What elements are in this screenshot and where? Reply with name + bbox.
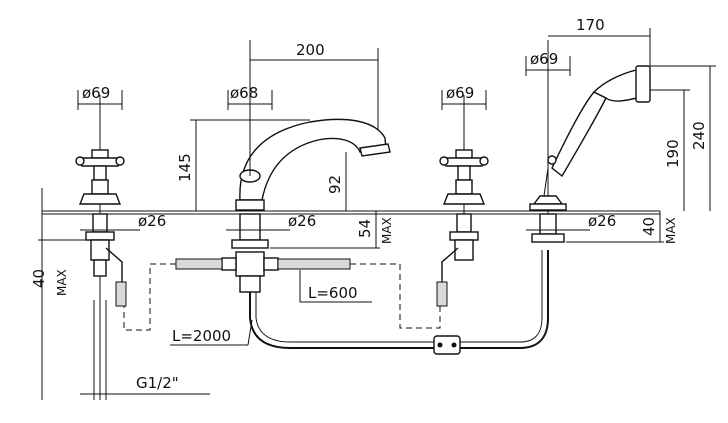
dim-right-handle-dia: ø69: [441, 84, 487, 110]
deck-surface: [42, 210, 660, 215]
left-handle-dia-label: ø69: [82, 84, 110, 102]
left-deck-hole-label: ø26: [138, 212, 166, 230]
right-deck-hole-label: ø26: [588, 212, 616, 230]
right-deck-thickness-max: MAX: [664, 217, 678, 244]
spout: [231, 40, 391, 249]
dim-right-deck-hole: ø26: [526, 212, 616, 231]
diverter-assembly: [123, 251, 441, 331]
dim-spout-reach: 200: [250, 41, 379, 130]
dim-thread-size: G1/2": [80, 300, 210, 400]
right-handle-valve: [436, 95, 489, 307]
dim-left-handle-dia: ø69: [77, 84, 123, 110]
thread-size-label: G1/2": [136, 374, 179, 392]
handshower-height-label: 190: [664, 139, 682, 168]
dim-handshower-heights: 190 240: [650, 65, 716, 211]
dim-handshower-reach: 170: [548, 16, 651, 66]
dim-spout-height: 145: [176, 119, 310, 211]
handshower-hose: [249, 250, 549, 355]
left-deck-thickness-label: 40: [30, 269, 48, 288]
spout-outlet-height-label: 92: [326, 175, 344, 194]
spout-reach-label: 200: [296, 41, 325, 59]
right-handle-dia-label: ø69: [446, 84, 474, 102]
handshower-dia-label: ø69: [530, 50, 558, 68]
dim-left-deck-hole: ø26: [80, 212, 166, 231]
dim-center-deck-thickness: 54 MAX: [270, 211, 394, 249]
hose-length-short: L=600: [299, 270, 372, 303]
dim-left-deck-thickness: 40 MAX: [30, 188, 88, 400]
center-deck-thickness-max: MAX: [380, 217, 394, 244]
right-deck-thickness-label: 40: [640, 217, 658, 236]
hose-length-long: L=2000: [170, 319, 253, 346]
spout-height-label: 145: [176, 153, 194, 182]
center-deck-thickness-label: 54: [356, 219, 374, 238]
dim-spout-dia: ø68: [227, 84, 273, 110]
dim-center-deck-hole: ø26: [226, 212, 316, 231]
spout-dia-label: ø68: [230, 84, 258, 102]
handshower-total-height-label: 240: [690, 121, 708, 150]
handshower: [529, 40, 651, 243]
dim-right-deck-thickness: 40 MAX: [566, 211, 678, 244]
center-deck-hole-label: ø26: [288, 212, 316, 230]
left-deck-thickness-max: MAX: [55, 269, 69, 296]
left-handle-valve: [75, 95, 127, 400]
hose-length-long-label: L=2000: [172, 327, 231, 345]
hose-length-short-label: L=600: [308, 284, 358, 302]
dim-spout-outlet-height: 92: [326, 152, 347, 211]
dim-handshower-dia: ø69: [525, 50, 571, 76]
handshower-reach-label: 170: [576, 16, 605, 34]
